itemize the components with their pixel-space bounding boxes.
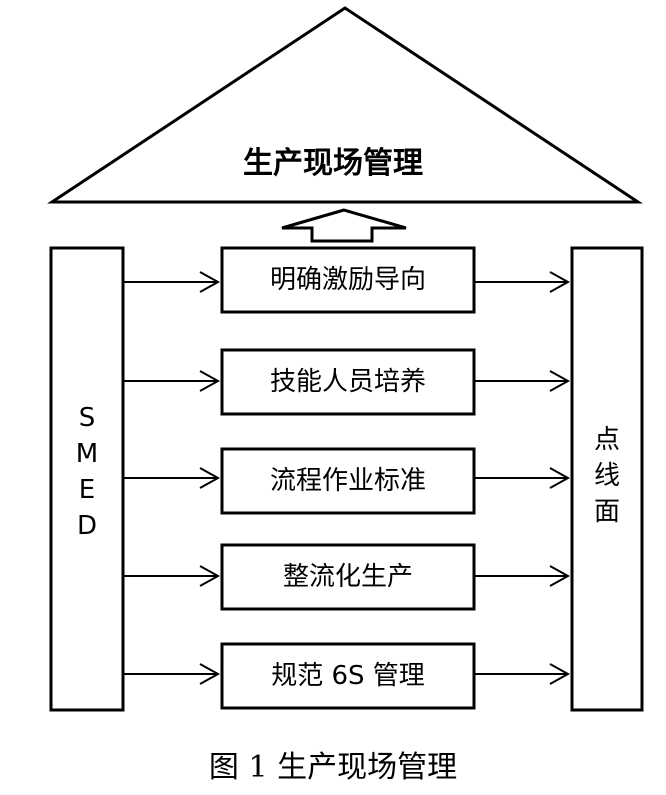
left-arrowhead-5 [199,663,221,685]
left-pillar-letter: D [76,511,98,541]
left-pillar-letter: E [78,475,96,505]
middle-box-label-4: 整流化生产 [282,562,413,592]
left-arrowhead-4 [199,565,221,587]
right-pillar-char: 面 [593,497,620,527]
right-arrowhead-5 [549,663,571,685]
left-arrowhead-1 [199,271,221,293]
middle-box-5 [220,642,476,710]
left-pillar-letter: M [75,439,99,469]
roof-triangle [47,6,643,204]
right-arrows [474,271,571,685]
right-arrowhead-1 [549,271,571,293]
right-pillar-char: 线 [593,461,620,491]
middle-box-label-2: 技能人员培养 [269,367,426,397]
right-arrowhead-3 [549,467,571,489]
up-arrow [281,208,407,243]
middle-box-3 [220,447,476,515]
left-arrowhead-2 [199,370,221,392]
left-pillar-letter: S [78,403,96,433]
figure-caption: 图 1 生产现场管理 [208,750,458,785]
right-pillar-text: 点 线 面 [572,422,642,530]
right-arrowhead-2 [549,370,571,392]
left-arrowhead-3 [199,467,221,489]
roof-title: 生产现场管理 [243,146,423,181]
left-arrows [123,271,221,685]
middle-box-label-5: 规范 6S 管理 [271,661,425,691]
middle-box-label-3: 流程作业标准 [269,466,426,496]
middle-box-1 [220,246,476,314]
right-pillar-char: 点 [593,425,620,455]
right-arrowhead-4 [549,565,571,587]
middle-box-label-1: 明确激励导向 [269,265,426,295]
right-pillar-box [570,246,644,712]
left-pillar-text: S M E D [51,400,123,544]
